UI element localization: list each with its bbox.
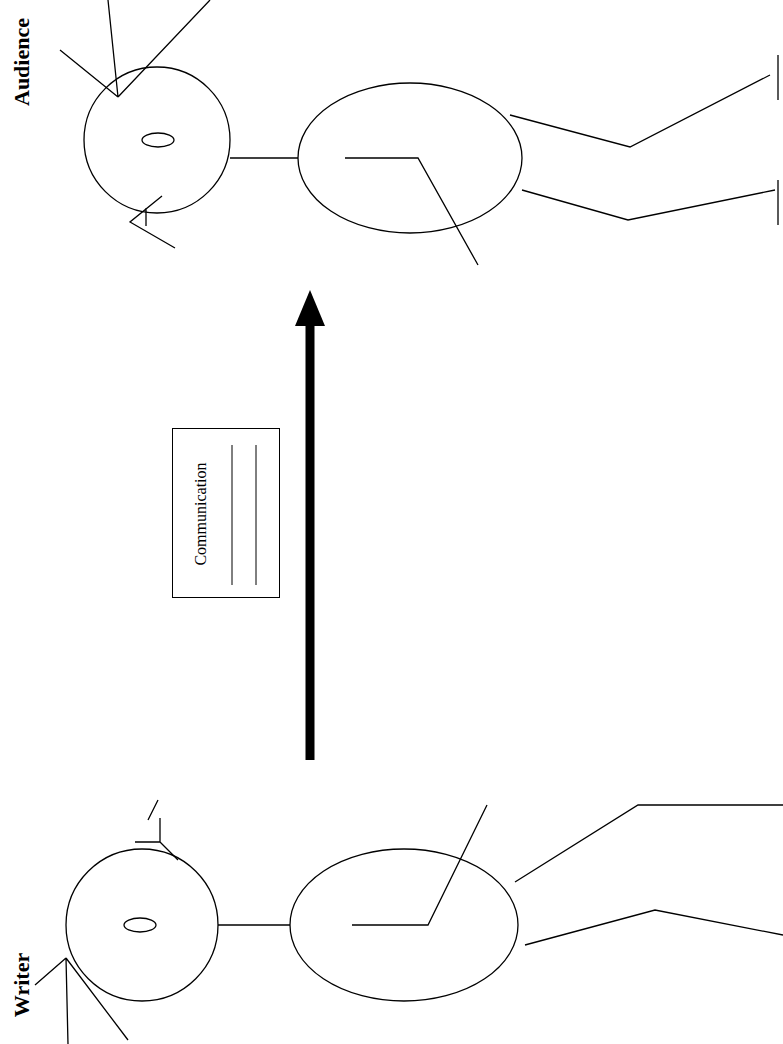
audience-label: Audience [9,18,35,106]
arm [352,805,487,925]
foot [777,55,778,100]
flow-arrow [295,290,325,760]
hair [60,0,210,97]
blank-line [256,445,257,585]
writer-figure [35,800,783,1044]
leg [525,910,783,945]
communication-box: Communication [172,428,280,598]
writer-label: Writer [9,953,35,1017]
eye [142,133,174,147]
hair [35,958,128,1044]
document-title: Communication [192,462,210,565]
arm [345,158,478,265]
arrow-shaft [306,326,315,760]
foot [777,180,778,225]
mouth [130,196,175,248]
leg [515,805,783,882]
head [66,849,218,1001]
audience-node: Audience [0,0,783,290]
leg [522,190,775,220]
document-lines [232,445,256,585]
writer-node: Writer [0,760,783,1044]
blank-line [232,445,233,585]
arrow-head [295,290,325,326]
leg [510,75,770,147]
neck [218,924,290,925]
mouth [135,800,178,860]
audience-figure [60,0,778,265]
eye [124,918,156,932]
neck [230,157,298,158]
head [84,67,230,213]
